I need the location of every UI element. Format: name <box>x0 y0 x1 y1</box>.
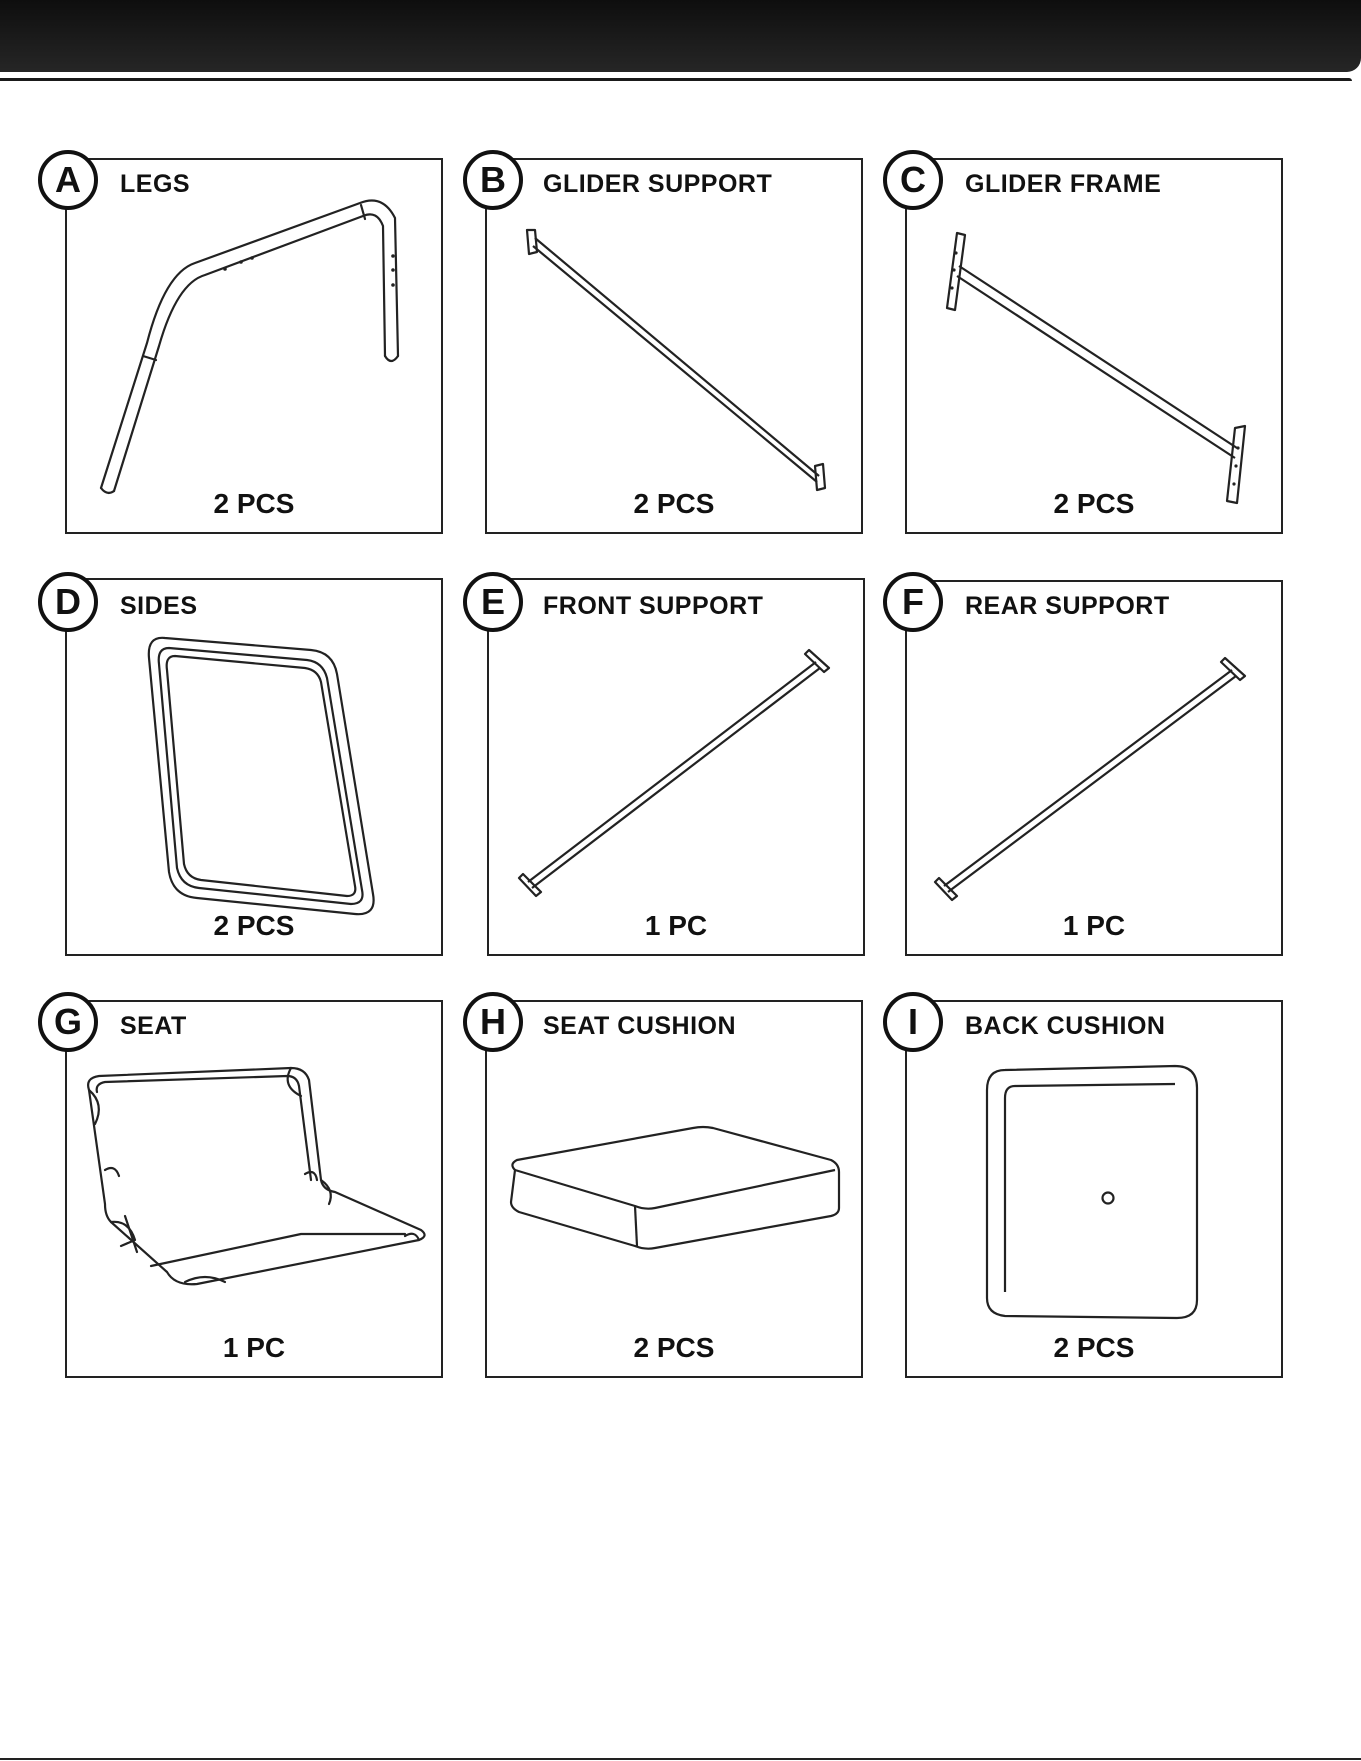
part-name: LEGS <box>120 170 190 199</box>
glider-frame-illustration <box>905 158 1283 534</box>
part-quantity: 2 PCS <box>65 910 443 942</box>
back-cushion-illustration <box>905 1000 1283 1378</box>
seat-cushion-illustration <box>485 1000 863 1378</box>
part-name: GLIDER SUPPORT <box>543 170 772 199</box>
sides-illustration <box>65 578 443 956</box>
front-support-illustration <box>487 578 865 956</box>
header-bar <box>0 0 1361 72</box>
legs-illustration <box>65 158 443 534</box>
part-name: SIDES <box>120 592 198 621</box>
seat-illustration <box>65 1000 443 1378</box>
part-letter-badge: C <box>883 150 943 210</box>
rear-support-illustration <box>905 580 1283 956</box>
part-letter-badge: E <box>463 572 523 632</box>
glider-support-illustration <box>485 158 863 534</box>
part-name: FRONT SUPPORT <box>543 592 763 621</box>
part-name: REAR SUPPORT <box>965 592 1170 621</box>
part-letter-badge: I <box>883 992 943 1052</box>
part-quantity: 2 PCS <box>65 488 443 520</box>
part-name: SEAT CUSHION <box>543 1012 736 1041</box>
part-name: BACK CUSHION <box>965 1012 1165 1041</box>
part-letter-badge: F <box>883 572 943 632</box>
part-name: SEAT <box>120 1012 187 1041</box>
part-letter-badge: D <box>38 572 98 632</box>
part-letter-badge: G <box>38 992 98 1052</box>
part-letter-badge: H <box>463 992 523 1052</box>
part-quantity: 2 PCS <box>485 488 863 520</box>
part-letter-badge: A <box>38 150 98 210</box>
footer-rule <box>0 1758 1361 1760</box>
part-quantity: 1 PC <box>905 910 1283 942</box>
part-quantity: 1 PC <box>487 910 865 942</box>
part-quantity: 2 PCS <box>905 1332 1283 1364</box>
part-quantity: 2 PCS <box>905 488 1283 520</box>
header-rule <box>0 78 1352 81</box>
part-quantity: 1 PC <box>65 1332 443 1364</box>
part-name: GLIDER FRAME <box>965 170 1161 199</box>
part-quantity: 2 PCS <box>485 1332 863 1364</box>
part-letter-badge: B <box>463 150 523 210</box>
